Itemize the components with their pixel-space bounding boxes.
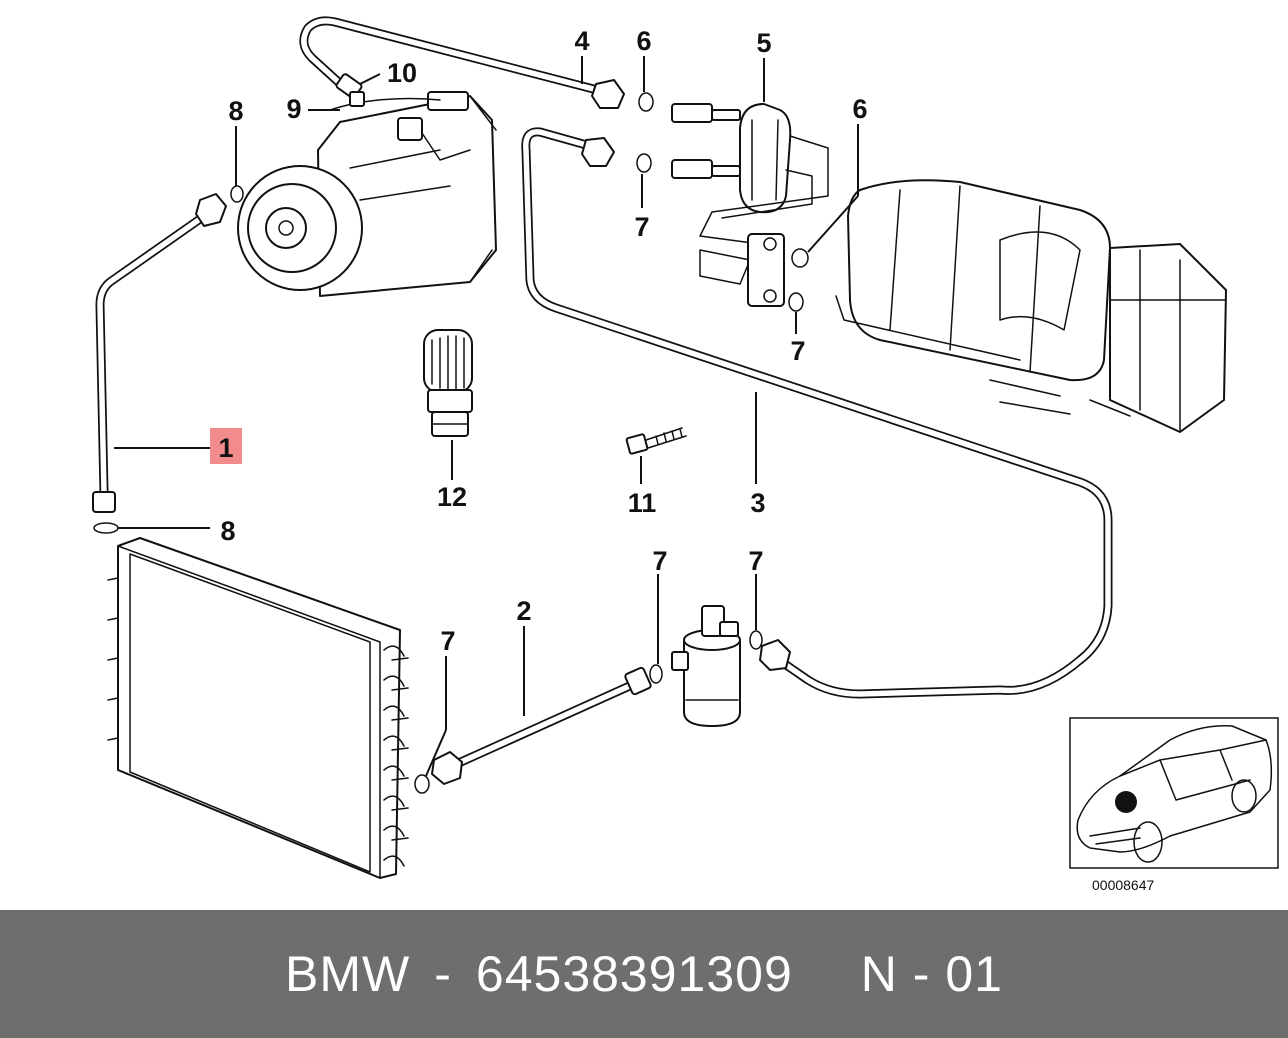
callout-7-right[interactable]: 7 [790, 336, 805, 366]
highlight-box-part-1 [210, 428, 242, 464]
expansion-valve-part-5 [671, 103, 829, 307]
inset-car-locator [1069, 717, 1279, 869]
inset-reference-number: 00008647 [1092, 877, 1155, 893]
parts-diagram: 1 2 3 4 5 6 6 7 7 7 7 7 8 8 9 10 11 12 0… [92, 16, 1279, 893]
callout-9[interactable]: 9 [286, 94, 301, 124]
o-ring-7-right [788, 292, 804, 312]
o-ring-8-bottom [93, 522, 119, 534]
compressor [237, 91, 497, 297]
callout-4[interactable]: 4 [574, 26, 589, 56]
evaporator-housing [835, 179, 1227, 433]
condenser [107, 537, 409, 879]
o-ring-8-top [230, 185, 244, 203]
callout-8-top[interactable]: 8 [228, 96, 243, 126]
callout-1[interactable]: 1 [218, 433, 233, 463]
o-ring-7-condenser [414, 774, 430, 794]
callout-7-dryer-right[interactable]: 7 [748, 546, 763, 576]
callout-6-right[interactable]: 6 [852, 94, 867, 124]
pipe-part-3 [521, 127, 1113, 699]
bolt-part-11 [625, 427, 687, 455]
part-number-banner: BMW - 64538391309 N - 01 [0, 910, 1288, 1038]
callout-7-condenser[interactable]: 7 [440, 626, 455, 656]
callout-8-bottom[interactable]: 8 [220, 516, 235, 546]
part-number: 64538391309 [475, 946, 793, 1002]
callout-2[interactable]: 2 [516, 596, 531, 626]
callout-6-upper[interactable]: 6 [636, 26, 651, 56]
o-ring-6-right [791, 248, 809, 268]
brand-label: BMW [285, 946, 411, 1002]
hose-part-4 [299, 16, 625, 109]
hose-part-1 [92, 193, 227, 513]
callout-12[interactable]: 12 [437, 482, 467, 512]
callout-5[interactable]: 5 [756, 28, 771, 58]
pressure-switch-part-12 [423, 329, 473, 437]
pipe-part-2 [431, 666, 652, 785]
callout-7-dryer-left[interactable]: 7 [652, 546, 667, 576]
o-ring-6-upper [638, 92, 654, 112]
callout-10[interactable]: 10 [387, 58, 417, 88]
variant-code: N - 01 [860, 946, 1003, 1002]
receiver-dryer [671, 605, 741, 727]
banner-separator: - [434, 946, 452, 1002]
callout-3[interactable]: 3 [750, 488, 765, 518]
callout-7-valve[interactable]: 7 [634, 212, 649, 242]
o-ring-7-dryer-left [649, 664, 663, 684]
o-ring-7-upper [636, 153, 652, 173]
callout-11[interactable]: 11 [628, 488, 657, 518]
o-ring-7-dryer-right [749, 630, 763, 650]
